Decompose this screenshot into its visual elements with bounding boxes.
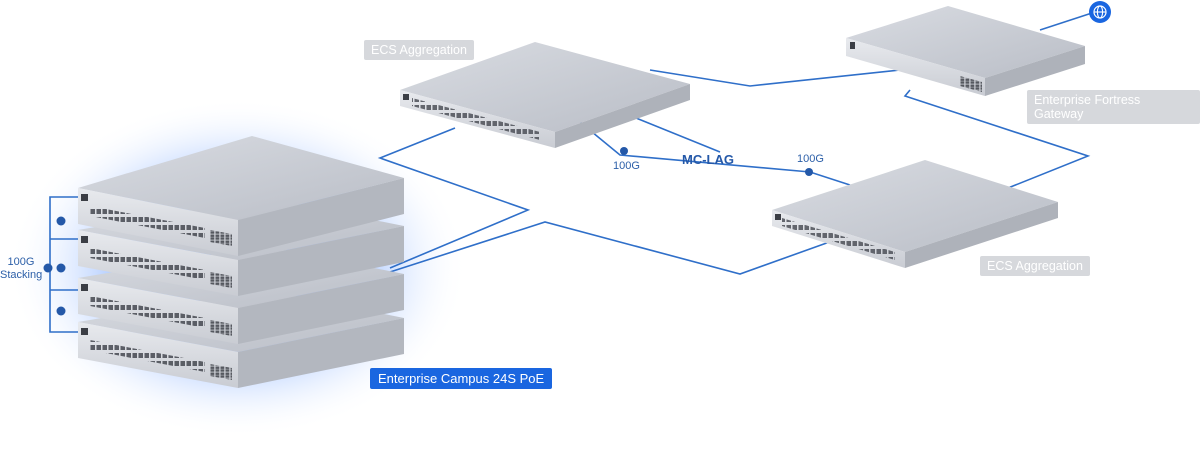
- link-icon: [620, 147, 628, 155]
- mclag-label: MC-LAG: [682, 152, 734, 167]
- link-connectors: [43, 147, 813, 316]
- ecs-aggregation-top-label: ECS Aggregation: [364, 40, 474, 60]
- ecs-aggregation-right-label: ECS Aggregation: [980, 256, 1090, 276]
- campus-stack-label: Enterprise Campus 24S PoE: [370, 368, 553, 389]
- link-ecs-top-to-campus: [377, 127, 531, 269]
- stacking-label-line2: Stacking: [0, 269, 43, 281]
- link-gateway-to-ecs-right: [903, 89, 1091, 189]
- link-icon: [805, 168, 813, 176]
- fortress-gateway-device[interactable]: [846, 6, 1085, 96]
- link-icon: [56, 263, 66, 273]
- link-mclag: [574, 117, 851, 186]
- campus-switch-1: [78, 136, 404, 256]
- link-icon: [56, 306, 66, 316]
- stacking-label-line1: 100G: [7, 256, 35, 268]
- link-icon: [56, 216, 66, 226]
- link-ecs-right-to-campus: [389, 221, 836, 275]
- link-gateway-to-internet: [1039, 11, 1096, 31]
- campus-stack[interactable]: [78, 136, 404, 388]
- link-lines: [49, 11, 1096, 333]
- stacking-label: 100G Stacking: [0, 256, 42, 282]
- mclag-speed-right: 100G: [797, 153, 824, 165]
- link-ecs-top-to-gateway: [649, 69, 901, 87]
- fortress-gateway-label: Enterprise Fortress Gateway: [1027, 90, 1200, 124]
- ecs-aggregation-right-switch[interactable]: [772, 160, 1058, 268]
- globe-icon: [1089, 1, 1111, 23]
- ecs-aggregation-top-switch[interactable]: [400, 42, 690, 148]
- mclag-speed-left: 100G: [613, 160, 640, 172]
- link-icon: [43, 263, 53, 273]
- link-mclag-2: [635, 117, 721, 153]
